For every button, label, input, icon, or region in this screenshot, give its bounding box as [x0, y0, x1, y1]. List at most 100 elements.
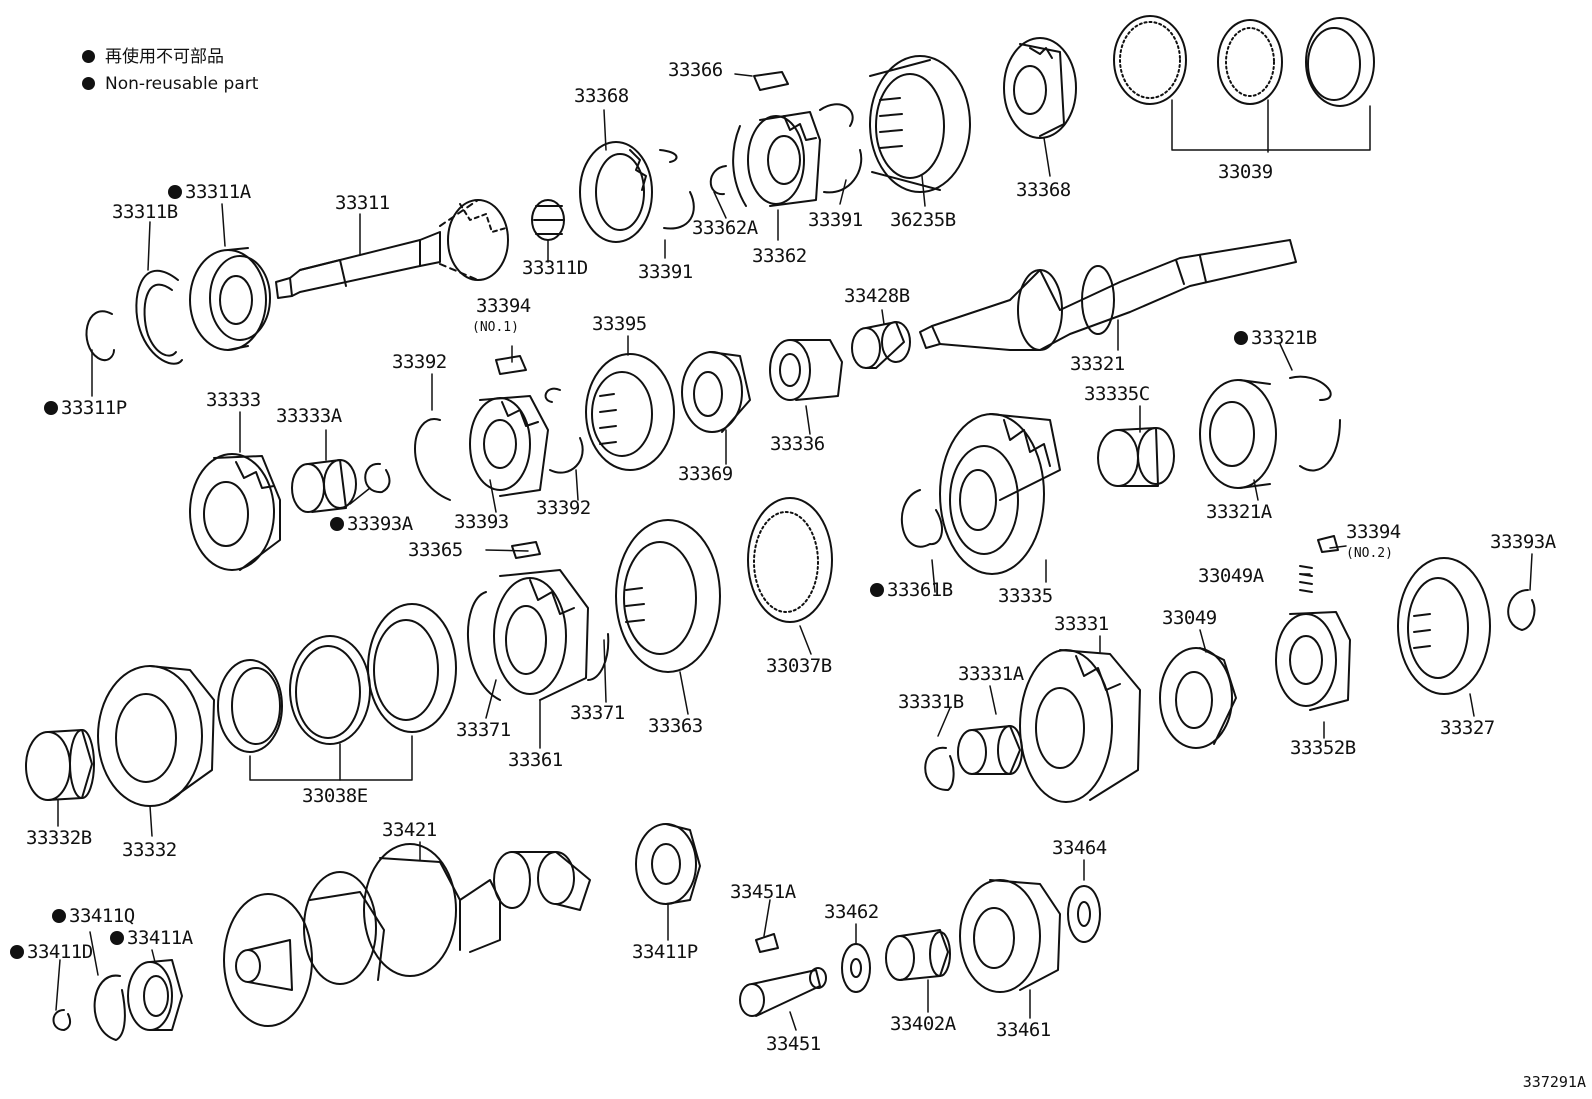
non-reusable-dot-icon [52, 909, 66, 923]
legend-item-en: Non-reusable part [82, 73, 258, 95]
part-label: 33335C [1084, 384, 1150, 404]
part-number-text: 33037B [766, 655, 832, 677]
sleeve-33327 [1397, 557, 1491, 695]
spring-33049A [1299, 565, 1313, 593]
part-number-text: 33391 [808, 209, 863, 231]
part-label: 33311A [168, 182, 251, 202]
hub-33362 [732, 111, 821, 207]
part-number-text: 33371 [456, 719, 511, 741]
part-label: 33049 [1162, 608, 1217, 628]
part-label: 33368 [574, 86, 629, 106]
counter-shaft-33421 [223, 843, 591, 1027]
part-number-text: 33321 [1070, 353, 1125, 375]
part-label: 33411A [110, 928, 193, 948]
part-number-text: 33336 [770, 433, 825, 455]
snap-ring-33311B [135, 269, 183, 365]
part-number-text: 33361 [508, 749, 563, 771]
key-33365 [511, 541, 541, 559]
input-shaft-33311 [275, 199, 509, 299]
part-label: 33321B [1234, 328, 1317, 348]
part-label: 33352B [1290, 738, 1356, 758]
part-label: 33311 [335, 193, 390, 213]
part-label: 33362A [692, 218, 758, 238]
part-number-text: 33311P [61, 397, 127, 419]
ring-33369 [681, 351, 751, 433]
key-33394-no2 [1317, 535, 1339, 553]
bearing-33333A [291, 459, 357, 513]
part-number-text: 33368 [574, 85, 629, 107]
part-number-text: 33451A [730, 881, 796, 903]
part-number-text: 33394 [1346, 521, 1401, 543]
part-number-text: 33335 [998, 585, 1053, 607]
part-number-text: 33392 [392, 351, 447, 373]
part-number-text: 33411A [127, 927, 193, 949]
part-number-text: 33411P [632, 941, 698, 963]
part-number-text: 33332 [122, 839, 177, 861]
part-number-text: 33332B [26, 827, 92, 849]
part-label: 33321 [1070, 354, 1125, 374]
part-label: 33392 [536, 498, 591, 518]
non-reusable-dot-icon [110, 931, 124, 945]
part-number-text: 33371 [570, 702, 625, 724]
part-label: 33039 [1218, 162, 1273, 182]
ring-set-33038E [217, 603, 457, 753]
part-number-text: 33321A [1206, 501, 1272, 523]
ring-33037B [747, 497, 833, 623]
legend-item-jp: 再使用不可部品 [82, 46, 224, 68]
bearing-33428B [851, 321, 911, 369]
leader-lines [55, 73, 1533, 1031]
part-label: 33395 [592, 314, 647, 334]
part-number-text: 33321B [1251, 327, 1317, 349]
part-label: 33368 [1016, 180, 1071, 200]
bearing-33311A [189, 247, 271, 351]
hub-33361 [466, 569, 610, 701]
synchronizer-ring-33368b [1003, 37, 1077, 139]
part-number-text: 33311B [112, 201, 178, 223]
part-label: 33371 [570, 703, 625, 723]
bearing-33411P [635, 823, 701, 905]
part-label: 33361 [508, 750, 563, 770]
sleeve-33395 [585, 353, 675, 471]
part-number-text: 33393A [347, 513, 413, 535]
part-number-text: 33366 [668, 59, 723, 81]
ring-33393A [364, 462, 391, 494]
part-number-text: 33451 [766, 1033, 821, 1055]
part-number-text: 33411D [27, 941, 93, 963]
ring-33049 [1159, 647, 1237, 749]
part-label: 33311D [522, 258, 588, 278]
bullet-icon [82, 50, 95, 63]
part-number-text: 33464 [1052, 837, 1107, 859]
part-label: 33421 [382, 820, 437, 840]
bearing-33411A [127, 959, 183, 1031]
ring-set-33039 [1113, 15, 1375, 107]
part-label: 33366 [668, 60, 723, 80]
part-label: 33038E [302, 786, 368, 806]
non-reusable-dot-icon [330, 517, 344, 531]
part-number-text: 33411Q [69, 905, 135, 927]
non-reusable-dot-icon [10, 945, 24, 959]
ring-33411Q [93, 974, 126, 1041]
part-number-text: 33391 [638, 261, 693, 283]
part-label: 33363 [648, 716, 703, 736]
part-number-text: 33327 [1440, 717, 1495, 739]
gear-33336 [769, 339, 843, 401]
gear-33331 [1019, 649, 1141, 803]
part-label: 33461 [996, 1020, 1051, 1040]
synchronizer-ring-33368 [579, 141, 695, 243]
clip-33392 [414, 418, 451, 501]
part-number-text: 33393A [1490, 531, 1556, 553]
part-label: 33331B [898, 692, 964, 712]
ring-33361B [900, 489, 944, 548]
part-number-text: 33392 [536, 497, 591, 519]
part-label: 36235B [890, 210, 956, 230]
gear-33335 [939, 413, 1061, 575]
part-number-text: 33333A [276, 405, 342, 427]
key-33451A [755, 933, 779, 953]
part-label: 33049A [1198, 566, 1264, 586]
part-label: 33311P [44, 398, 127, 418]
part-number-text: 33365 [408, 539, 463, 561]
part-number-text: 33049 [1162, 607, 1217, 629]
part-number-text: 33049A [1198, 565, 1264, 587]
